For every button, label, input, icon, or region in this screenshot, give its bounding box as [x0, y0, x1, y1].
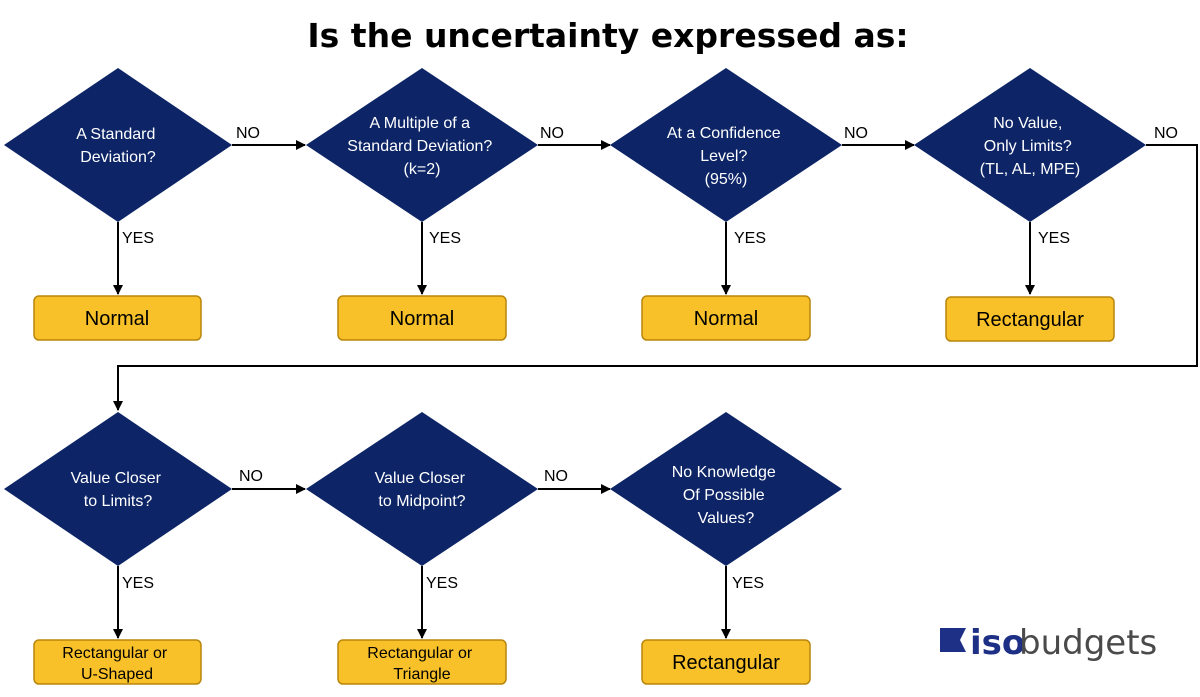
- decision-only-limits: No Value, Only Limits? (TL, AL, MPE): [914, 68, 1146, 222]
- chart-title: Is the uncertainty expressed as:: [307, 16, 908, 55]
- svg-text:No Knowledge Of Possible: No Knowledge Of Possible Values?: [672, 464, 781, 527]
- label-no-2: NO: [540, 125, 564, 142]
- result-box-normal-1: Normal: [33, 295, 202, 341]
- svg-text:Normal: Normal: [390, 308, 454, 330]
- svg-text:Normal: Normal: [85, 308, 149, 330]
- svg-text:Normal: Normal: [694, 308, 758, 330]
- label-no-1: NO: [236, 125, 260, 142]
- result-box-normal-3: Normal: [641, 295, 811, 341]
- svg-text:No Value, Only Limits?: No Value, Only Limits? (TL, AL, MPE): [980, 115, 1080, 178]
- svg-text:Rectangular: Rectangular: [672, 652, 780, 674]
- label-no-3: NO: [844, 125, 868, 142]
- label-yes-6: YES: [426, 575, 458, 592]
- label-no-4: NO: [1154, 125, 1178, 142]
- isobudgets-logo: iso budgets: [940, 623, 1157, 663]
- label-yes-4: YES: [1038, 230, 1070, 247]
- result-box-rectangular-or-triangle: Rectangular or Triangle: [337, 639, 507, 685]
- isobudgets-flag-icon: [940, 628, 966, 652]
- result-box-rectangular-2: Rectangular: [641, 639, 811, 685]
- decision-multiple-standard-deviation: A Multiple of a Standard Deviation? (k=2…: [306, 68, 538, 222]
- svg-text:Value Closer to Midpoint: Value Closer to Midpoint?: [375, 470, 470, 510]
- decision-standard-deviation: A Standard Deviation?: [4, 68, 232, 222]
- label-yes-5: YES: [122, 575, 154, 592]
- svg-text:At a Confidence Level?: At a Confidence Level? (95%): [667, 125, 785, 188]
- svg-text:Rectangular or U-Shaped: Rectangular or U-Shaped: [62, 645, 171, 683]
- svg-text:Rectangular or Triangle: Rectangular or Triangle: [367, 645, 476, 683]
- logo-text-budgets: budgets: [1019, 623, 1157, 663]
- label-yes-2: YES: [429, 230, 461, 247]
- label-yes-1: YES: [122, 230, 154, 247]
- svg-text:Rectangular: Rectangular: [976, 309, 1084, 331]
- label-no-6: NO: [544, 468, 568, 485]
- svg-text:Value Closer to Limits?: Value Closer to Limits?: [71, 470, 166, 510]
- svg-text:A Multiple of a Standard: A Multiple of a Standard Deviation? (k=2…: [347, 115, 496, 178]
- label-yes-3: YES: [734, 230, 766, 247]
- connector-q4-q5: [113, 144, 1198, 411]
- decision-closer-to-midpoint: Value Closer to Midpoint?: [306, 412, 538, 566]
- result-box-rectangular-1: Rectangular: [945, 296, 1115, 342]
- decision-confidence-level: At a Confidence Level? (95%): [610, 68, 842, 222]
- svg-text:A Standard Deviation?: A Standard Deviation?: [76, 126, 160, 166]
- result-box-rectangular-or-u-shaped: Rectangular or U-Shaped: [33, 639, 202, 685]
- logo-text-iso: iso: [970, 623, 1025, 663]
- result-box-normal-2: Normal: [337, 295, 507, 341]
- decision-closer-to-limits: Value Closer to Limits?: [4, 412, 232, 566]
- decision-no-knowledge: No Knowledge Of Possible Values?: [610, 412, 842, 566]
- label-no-5: NO: [239, 468, 263, 485]
- label-yes-7: YES: [732, 575, 764, 592]
